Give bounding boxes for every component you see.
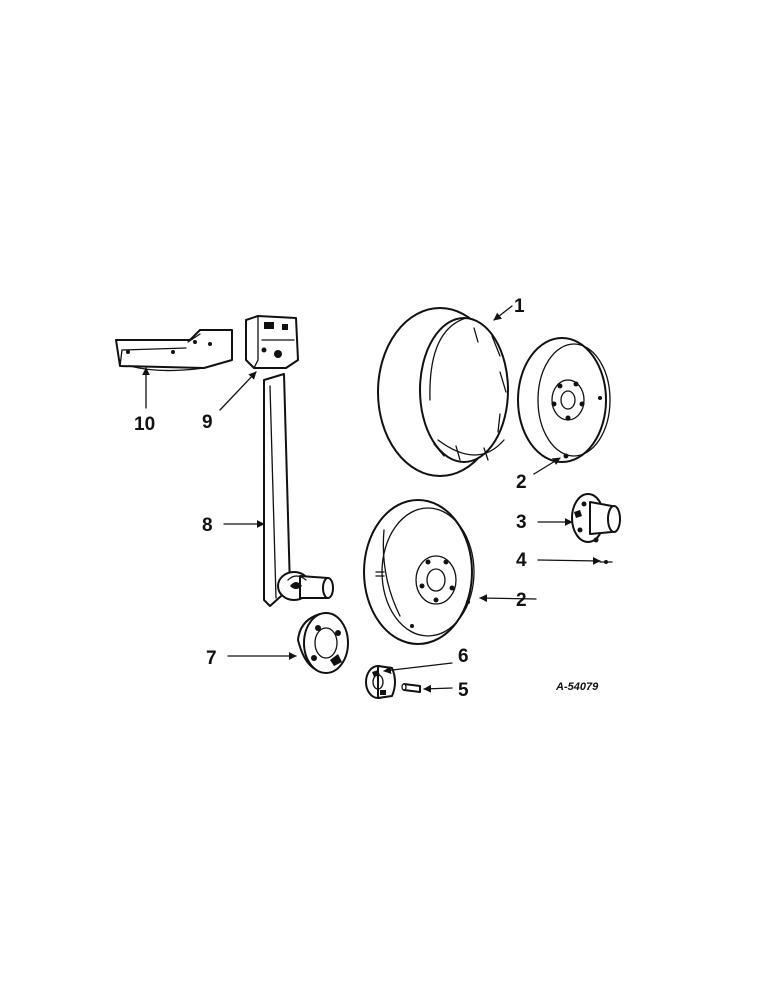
callout-4: 4 [516,550,527,571]
callout-2-lower: 2 [516,590,527,611]
callout-3: 3 [516,512,527,533]
reference-code: A-54079 [555,681,599,693]
part-2-wheel-rim-lower [363,499,475,645]
part-10-bracket [115,329,233,372]
leader-lines [142,305,601,693]
callout-labels: 1 2 3 4 2 6 5 7 8 9 10 A-54079 [134,296,599,701]
callout-9: 9 [202,412,213,433]
part-1-tire [377,307,509,477]
part-8-spindle-arm [263,373,334,607]
callout-8: 8 [202,515,213,536]
part-5-pin [401,683,421,693]
callout-2-upper: 2 [516,472,527,493]
part-9-clamp [245,315,299,369]
callout-7: 7 [206,648,217,669]
part-7-hub-flange [297,612,349,674]
callout-10: 10 [134,414,155,435]
callout-1: 1 [514,296,525,317]
part-2-wheel-rim-upper [517,337,611,463]
part-4-bolt [599,560,613,564]
part-3-hub-cap [571,493,621,543]
callout-5: 5 [458,680,469,701]
callout-6: 6 [458,646,469,667]
